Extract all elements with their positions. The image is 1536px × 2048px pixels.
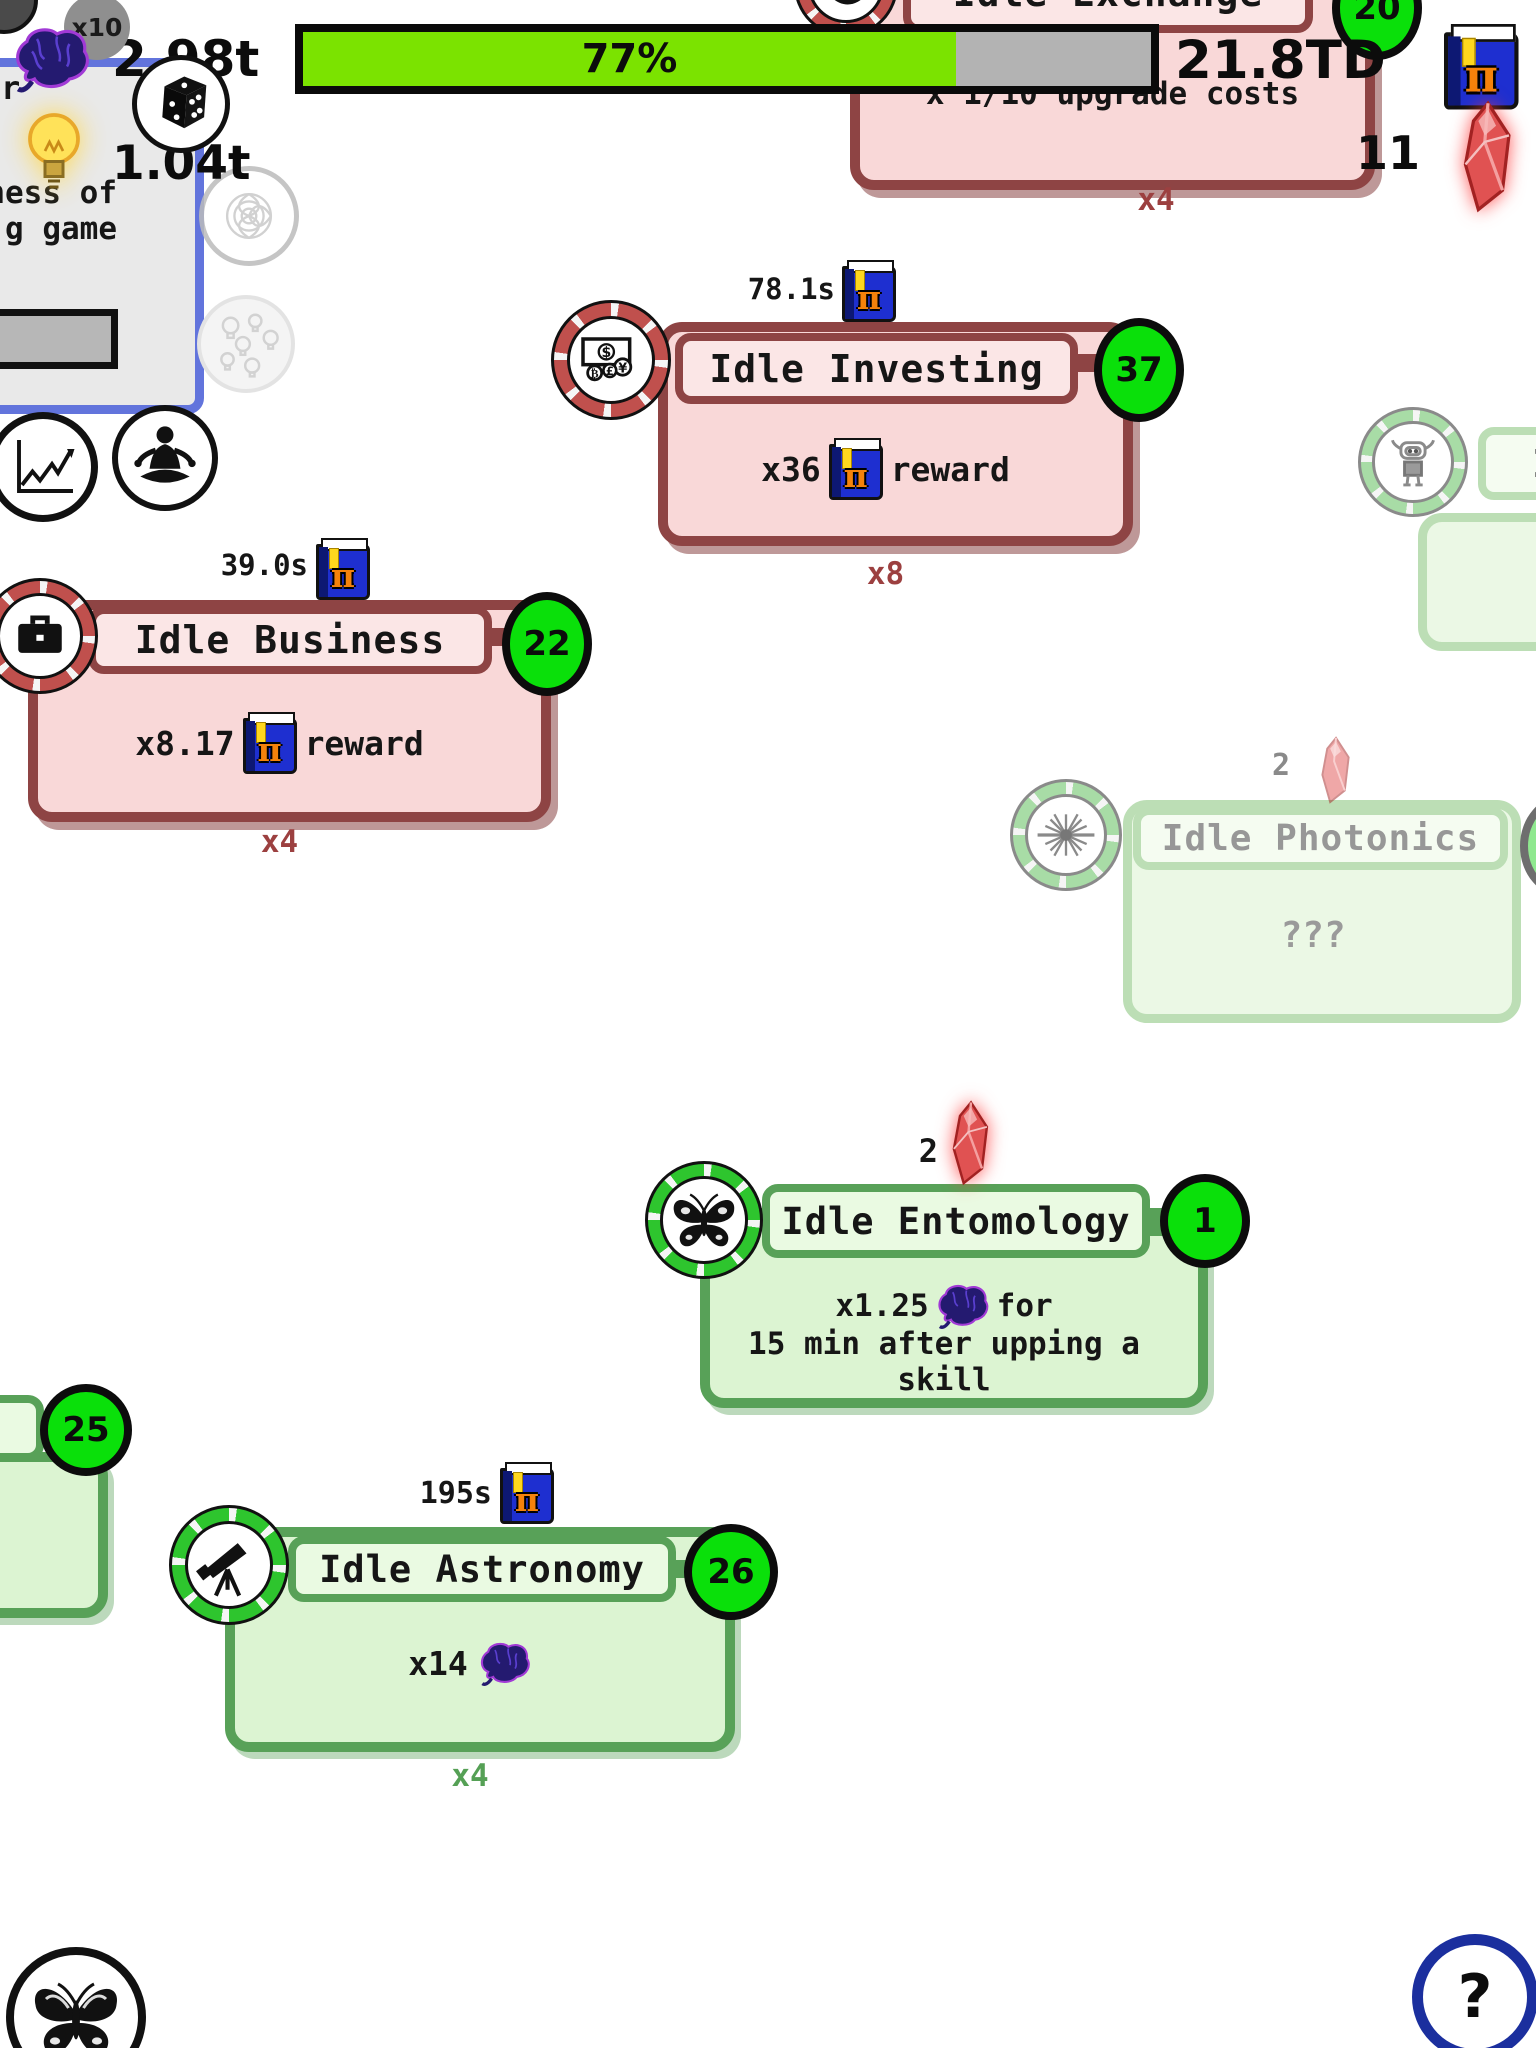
money-icon: $ ¥ ₿ £ bbox=[581, 337, 633, 382]
card-partial-left-body[interactable] bbox=[0, 1452, 108, 1618]
butterfly-menu-icon[interactable] bbox=[6, 1947, 146, 2048]
ruby-gem-icon bbox=[1316, 736, 1356, 810]
idle-astronomy-level-badge: 26 bbox=[684, 1524, 778, 1620]
pi-book-icon: π bbox=[242, 712, 297, 774]
business-reward-label: reward bbox=[304, 723, 424, 763]
idle-astronomy-level: 26 bbox=[707, 1552, 755, 1592]
butterfly-icon bbox=[673, 1193, 735, 1247]
flower-skill-icon[interactable] bbox=[199, 166, 299, 266]
idle-entomology-level-badge: 1 bbox=[1160, 1174, 1250, 1268]
idle-investing-level-badge: 37 bbox=[1094, 318, 1184, 422]
svg-text:₿: ₿ bbox=[591, 367, 599, 381]
idle-entomology-effect-line1: x1.25 for bbox=[710, 1282, 1178, 1330]
brain-icon bbox=[12, 24, 92, 94]
panel-letter: r bbox=[1, 69, 21, 107]
meditation-icon[interactable] bbox=[112, 405, 218, 511]
svg-text:¥: ¥ bbox=[618, 361, 627, 376]
idle-business-multiplier: x4 bbox=[260, 824, 299, 860]
brain-icon bbox=[478, 1640, 532, 1687]
astronomy-icon[interactable] bbox=[169, 1505, 289, 1625]
idle-photonics-title-label: Idle Photonics bbox=[1161, 818, 1480, 859]
pi-book-icon: π bbox=[500, 1462, 554, 1524]
investing-icon[interactable]: $ ¥ ₿ £ bbox=[551, 300, 671, 420]
pi-book-icon: π bbox=[316, 538, 370, 600]
idle-business-level-badge: 22 bbox=[502, 592, 592, 696]
card-robot-title: I bbox=[1478, 427, 1536, 500]
idle-business-title-label: Idle Business bbox=[134, 618, 446, 662]
investing-reward-label: reward bbox=[890, 449, 1010, 489]
panel-text-line2: g game bbox=[5, 211, 117, 247]
idle-business-level: 22 bbox=[523, 624, 571, 664]
idle-astronomy-cost: 195s bbox=[419, 1476, 492, 1511]
progress-fill: 77% bbox=[303, 32, 956, 86]
idle-photonics-cost: 2 bbox=[1271, 748, 1290, 783]
idle-investing-cost: 78.1s bbox=[747, 272, 835, 306]
dice-icon bbox=[132, 55, 230, 153]
svg-text:$: $ bbox=[601, 345, 611, 361]
idle-entomology-cost: 2 bbox=[918, 1132, 938, 1170]
idle-investing-multiplier: x8 bbox=[866, 556, 905, 592]
card-partial-left-title bbox=[0, 1395, 44, 1461]
card-idle-business-title: Idle Business bbox=[88, 606, 492, 674]
partial-left-level-badge: 25 bbox=[40, 1384, 132, 1476]
laser-icon bbox=[1037, 813, 1095, 857]
robot-skill-icon[interactable] bbox=[1358, 407, 1468, 517]
stats-chart-icon[interactable] bbox=[0, 412, 98, 522]
brain-icon bbox=[935, 1282, 991, 1330]
card-idle-entomology-title: Idle Entomology bbox=[762, 1184, 1150, 1258]
photonics-icon[interactable] bbox=[1010, 779, 1122, 891]
bulb-cluster-icon[interactable] bbox=[197, 295, 295, 393]
idle-investing-level: 37 bbox=[1115, 350, 1163, 390]
svg-text:£: £ bbox=[606, 364, 614, 378]
help-button[interactable]: ? bbox=[1412, 1934, 1536, 2048]
lightbulb-icon bbox=[24, 106, 84, 196]
idle-entomology-title-label: Idle Entomology bbox=[781, 1199, 1131, 1243]
partial-left-level: 25 bbox=[62, 1410, 110, 1450]
panel-mini-bar bbox=[0, 309, 118, 369]
idle-investing-reward: x36 π reward bbox=[668, 438, 1103, 500]
exchange-arrows-icon bbox=[834, 0, 861, 5]
idle-photonics-effect: ??? bbox=[1280, 915, 1346, 956]
idle-business-cost: 39.0s bbox=[220, 548, 308, 582]
info-panel: r ness of g game bbox=[0, 58, 204, 414]
gem-count: 11 bbox=[1356, 126, 1421, 180]
telescope-icon bbox=[196, 1543, 247, 1597]
idle-investing-title-label: Idle Investing bbox=[709, 346, 1044, 391]
idle-astronomy-multiplier: x4 bbox=[451, 1758, 489, 1794]
progress-label: 77% bbox=[581, 36, 678, 82]
currency-amount: 21.8TD bbox=[1175, 30, 1386, 91]
ruby-gem-icon bbox=[1450, 100, 1526, 220]
idle-exchange-level: 20 bbox=[1353, 0, 1401, 28]
business-icon[interactable] bbox=[0, 578, 98, 694]
pi-book-icon: π bbox=[1444, 24, 1519, 110]
pi-book-icon: π bbox=[842, 260, 896, 322]
top-progress-bar: 77% bbox=[295, 24, 1159, 94]
astronomy-reward-amount: x14 bbox=[408, 1644, 468, 1683]
pi-book-icon: π bbox=[828, 438, 883, 500]
business-reward-amount: x8.17 bbox=[135, 723, 235, 763]
idle-entomology-effect-line2: 15 min after upping a skill bbox=[748, 1326, 1140, 1398]
card-idle-investing-title: Idle Investing bbox=[675, 333, 1078, 404]
entomology-effect-for: for bbox=[996, 1288, 1053, 1324]
robot-icon bbox=[1391, 439, 1435, 487]
idle-entomology-level: 1 bbox=[1193, 1201, 1217, 1241]
idle-exchange-multiplier: x4 bbox=[1137, 182, 1175, 218]
idle-photonics-level-badge bbox=[1520, 795, 1536, 897]
robot-title-partial: I bbox=[1532, 442, 1536, 486]
card-idle-photonics-title: Idle Photonics bbox=[1133, 807, 1508, 870]
idle-astronomy-title-label: Idle Astronomy bbox=[319, 1547, 645, 1591]
investing-reward-amount: x36 bbox=[761, 449, 821, 489]
card-idle-astronomy-title: Idle Astronomy bbox=[288, 1536, 676, 1602]
ruby-gem-icon bbox=[944, 1100, 998, 1192]
card-robot-body[interactable] bbox=[1418, 513, 1536, 651]
entomology-icon[interactable] bbox=[645, 1161, 763, 1279]
idle-exchange-title-label: Idle Exchange bbox=[953, 0, 1263, 15]
entomology-effect-amount: x1.25 bbox=[835, 1288, 929, 1324]
briefcase-icon bbox=[18, 615, 62, 653]
idle-business-reward: x8.17 π reward bbox=[38, 712, 521, 774]
help-label: ? bbox=[1457, 1962, 1493, 2032]
idle-astronomy-reward: x14 bbox=[235, 1640, 705, 1687]
butterfly-icon bbox=[34, 1982, 118, 2048]
